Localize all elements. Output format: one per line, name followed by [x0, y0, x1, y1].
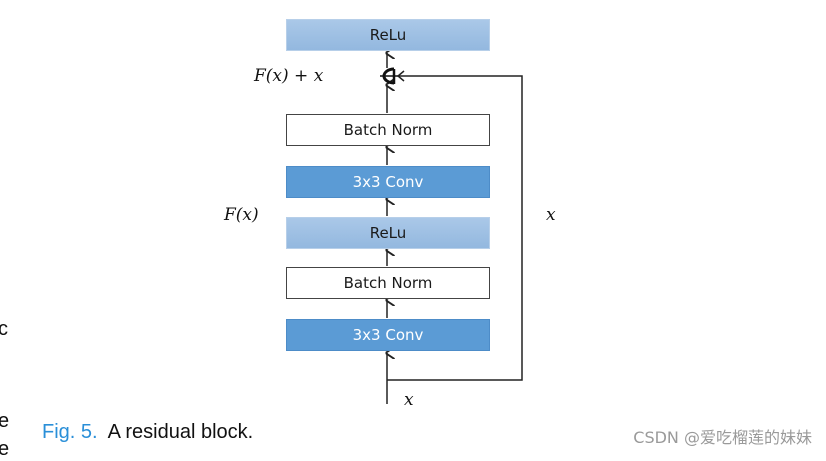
- conv-1-label: 3x3 Conv: [352, 326, 424, 344]
- figure-caption: Fig. 5. A residual block.: [42, 421, 253, 444]
- conv-2-label: 3x3 Conv: [352, 173, 424, 191]
- watermark: CSDN @爱吃榴莲的妹妹: [633, 428, 812, 447]
- batch-norm-2-label: Batch Norm: [343, 121, 433, 139]
- figure-number: Fig. 5.: [42, 421, 98, 443]
- sum-label: F(x) + x: [254, 66, 324, 86]
- caption-text: A residual block.: [107, 421, 254, 443]
- conv-1-block: 3x3 Conv: [286, 319, 490, 351]
- batch-norm-2-block: Batch Norm: [286, 114, 490, 146]
- relu-output-label: ReLu: [369, 26, 407, 44]
- text-fragment: e: [0, 410, 10, 432]
- batch-norm-1-block: Batch Norm: [286, 267, 490, 299]
- residual-function-label: F(x): [224, 205, 259, 225]
- skip-connection-line: [387, 75, 523, 381]
- conv-2-block: 3x3 Conv: [286, 166, 490, 198]
- batch-norm-1-label: Batch Norm: [343, 274, 433, 292]
- text-fragment: e: [0, 438, 10, 460]
- input-x-label: x: [404, 390, 414, 410]
- relu-output-block: ReLu: [286, 19, 490, 51]
- relu-mid-label: ReLu: [369, 224, 407, 242]
- text-fragment: c: [0, 318, 8, 340]
- relu-mid-block: ReLu: [286, 217, 490, 249]
- skip-x-label: x: [546, 205, 556, 225]
